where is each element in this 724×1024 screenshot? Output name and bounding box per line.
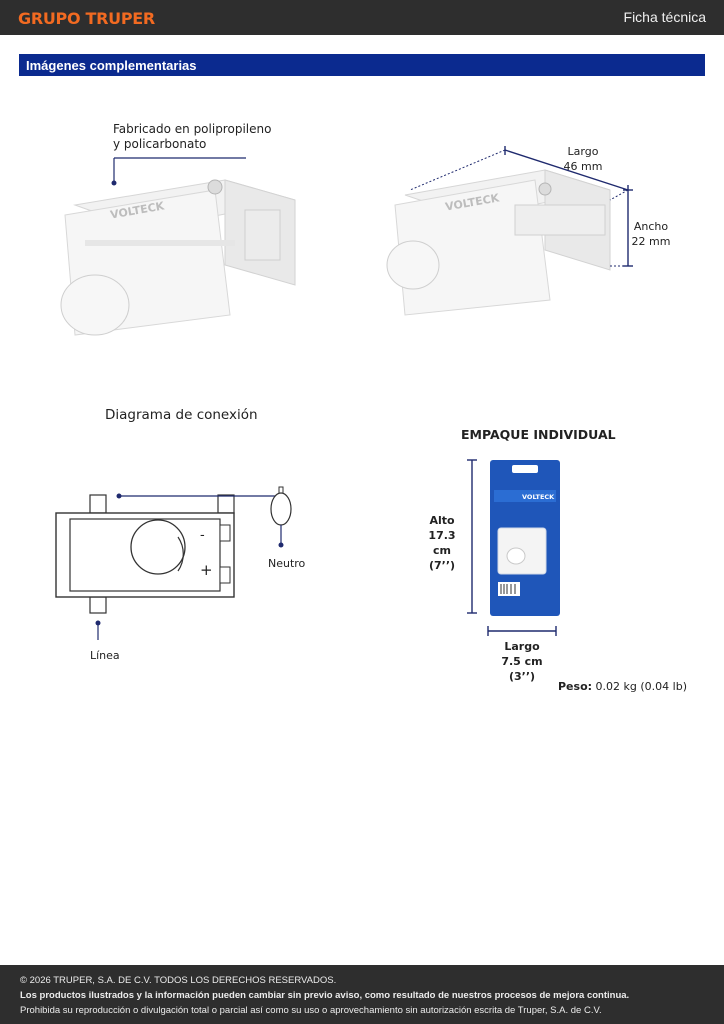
package-weight: Peso: 0.02 kg (0.04 lb) [558, 680, 687, 693]
dimension-lines [409, 146, 633, 267]
footer-copyright: © 2026 TRUPER, S.A. DE C.V. TODOS LOS DE… [20, 975, 337, 986]
package-length-label: Largo 7.5 cm (3’’) [501, 640, 543, 683]
length-dimension-label: Largo 46 mm [563, 145, 603, 173]
footer-prohibition: Prohibida su reproducción o divulgación … [20, 1005, 602, 1016]
minus-sign: - [200, 528, 205, 543]
package-image [490, 460, 560, 616]
brand-logo: GRUPO TRUPER [18, 9, 155, 28]
diagram-title: Diagrama de conexión [105, 407, 258, 423]
package-title: EMPAQUE INDIVIDUAL [461, 427, 616, 442]
footer: © 2026 TRUPER, S.A. DE C.V. TODOS LOS DE… [0, 965, 724, 1024]
neutral-label: Neutro [268, 557, 306, 570]
package-length-line [487, 626, 557, 636]
section-title: Imágenes complementarias [26, 58, 197, 73]
top-bar: GRUPO TRUPER Ficha técnica [0, 0, 724, 35]
material-leader-line [111, 157, 246, 186]
material-label: Fabricado en polipropileno y policarbona… [113, 122, 272, 151]
section-header: Imágenes complementarias [19, 54, 705, 76]
document-title: Ficha técnica [623, 9, 706, 25]
plus-sign: + [200, 561, 213, 579]
footer-notice: Los productos ilustrados y la informació… [20, 990, 630, 1001]
package-brand-mark: VOLTECK [522, 493, 555, 501]
width-dimension-label: Ancho 22 mm [631, 220, 671, 248]
package-height-line [467, 459, 477, 614]
connection-diagram [55, 486, 292, 640]
product-image-left [60, 179, 296, 336]
product-image-right [386, 169, 611, 316]
line-label: Línea [90, 649, 120, 662]
package-height-label: Alto 17.3 cm (7’’) [428, 514, 456, 572]
